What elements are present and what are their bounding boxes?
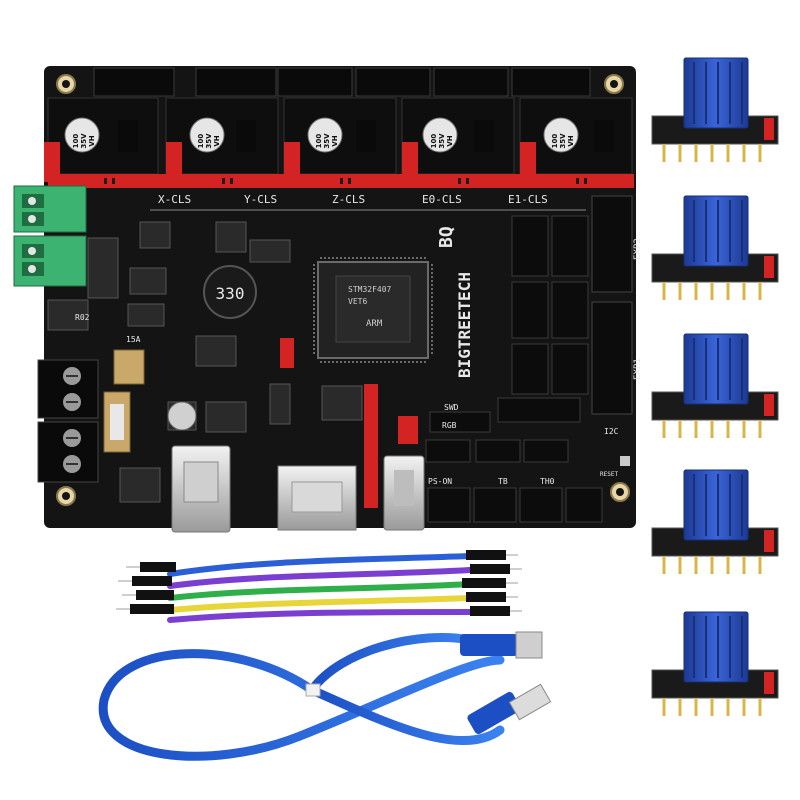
svg-text:35V: 35V	[80, 133, 88, 149]
axis-label-y: Y-CLS	[244, 193, 277, 206]
control-board: 100 35V VH 100 35V VH 100 35V VH 100 35V…	[13, 66, 643, 533]
stepper-drivers	[651, 57, 779, 716]
svg-text:100: 100	[315, 134, 323, 149]
svg-text:I2C: I2C	[604, 427, 619, 436]
heater-terminals	[37, 359, 99, 483]
reset-button	[620, 456, 630, 466]
usb-cable-plugs	[460, 631, 552, 735]
svg-text:TB: TB	[498, 477, 508, 486]
mounting-holes	[56, 74, 630, 506]
svg-text:35V: 35V	[438, 133, 446, 149]
svg-text:35V: 35V	[323, 133, 331, 149]
svg-text:100: 100	[551, 134, 559, 149]
jumper-connectors	[130, 550, 510, 616]
svg-text:VH: VH	[446, 135, 454, 146]
svg-text:330: 330	[216, 284, 245, 303]
bottom-connectors	[425, 397, 603, 523]
bottom-labels: PS-ON TB TH0 RGB SWD I2C RESET	[428, 403, 619, 486]
inductor: 330	[203, 265, 257, 319]
svg-text:EXP1: EXP1	[633, 358, 643, 380]
red-jumpers	[280, 338, 418, 508]
svg-text:STM32F407: STM32F407	[348, 285, 392, 294]
axis-label-x: X-CLS	[158, 193, 191, 206]
svg-text:ARM: ARM	[366, 319, 383, 329]
svg-text:35V: 35V	[559, 133, 567, 149]
svg-text:15A: 15A	[126, 335, 141, 344]
sd-card-slot	[277, 465, 357, 531]
svg-text:100: 100	[430, 134, 438, 149]
svg-text:PS-ON: PS-ON	[428, 477, 452, 486]
svg-text:VH: VH	[331, 135, 339, 146]
axis-label-z: Z-CLS	[332, 193, 365, 206]
usb-a-port	[383, 455, 425, 531]
stepper-driver	[651, 57, 779, 162]
stepper-driver	[651, 611, 779, 716]
capacitors: 100 35V VH 100 35V VH 100 35V VH 100 35V…	[64, 117, 579, 153]
axis-labels: X-CLS Y-CLS Z-CLS E0-CLS E1-CLS	[158, 193, 548, 206]
fuses: 15A	[103, 335, 145, 453]
axis-label-e0: E0-CLS	[422, 193, 462, 206]
endstop-connectors	[511, 215, 589, 395]
motor-connectors	[93, 67, 591, 97]
stepper-driver	[651, 195, 779, 300]
mcu-chip: STM32F407 VET6 ARM	[317, 261, 429, 359]
axis-label-e1: E1-CLS	[508, 193, 548, 206]
brand-silkscreen: BIGTREETECH BQ	[436, 226, 474, 378]
usb-b-port	[171, 445, 231, 533]
svg-text:EXP2: EXP2	[633, 238, 643, 260]
jumper-headers	[118, 120, 614, 152]
svg-text:BIGTREETECH: BIGTREETECH	[455, 272, 474, 378]
svg-text:100: 100	[72, 134, 80, 149]
svg-text:RESET: RESET	[600, 471, 618, 478]
jumper-wires	[167, 553, 473, 623]
small-capacitor	[167, 401, 197, 431]
power-terminal-blocks	[13, 185, 87, 287]
svg-text:VET6: VET6	[348, 297, 367, 306]
stepper-driver	[651, 469, 779, 574]
stepper-driver	[651, 333, 779, 438]
usb-cable	[98, 633, 505, 761]
svg-text:R02: R02	[75, 313, 90, 322]
exp-connectors	[591, 195, 633, 415]
svg-text:TH0: TH0	[540, 477, 555, 486]
svg-text:SWD: SWD	[444, 403, 459, 412]
svg-text:BQ: BQ	[436, 226, 457, 248]
mcu-pins	[313, 257, 433, 363]
svg-text:VH: VH	[213, 135, 221, 146]
svg-text:100: 100	[197, 134, 205, 149]
svg-text:VH: VH	[88, 135, 96, 146]
cable-tie	[305, 683, 321, 697]
svg-text:RGB: RGB	[442, 421, 457, 430]
svg-text:VH: VH	[567, 135, 575, 146]
svg-text:35V: 35V	[205, 133, 213, 149]
